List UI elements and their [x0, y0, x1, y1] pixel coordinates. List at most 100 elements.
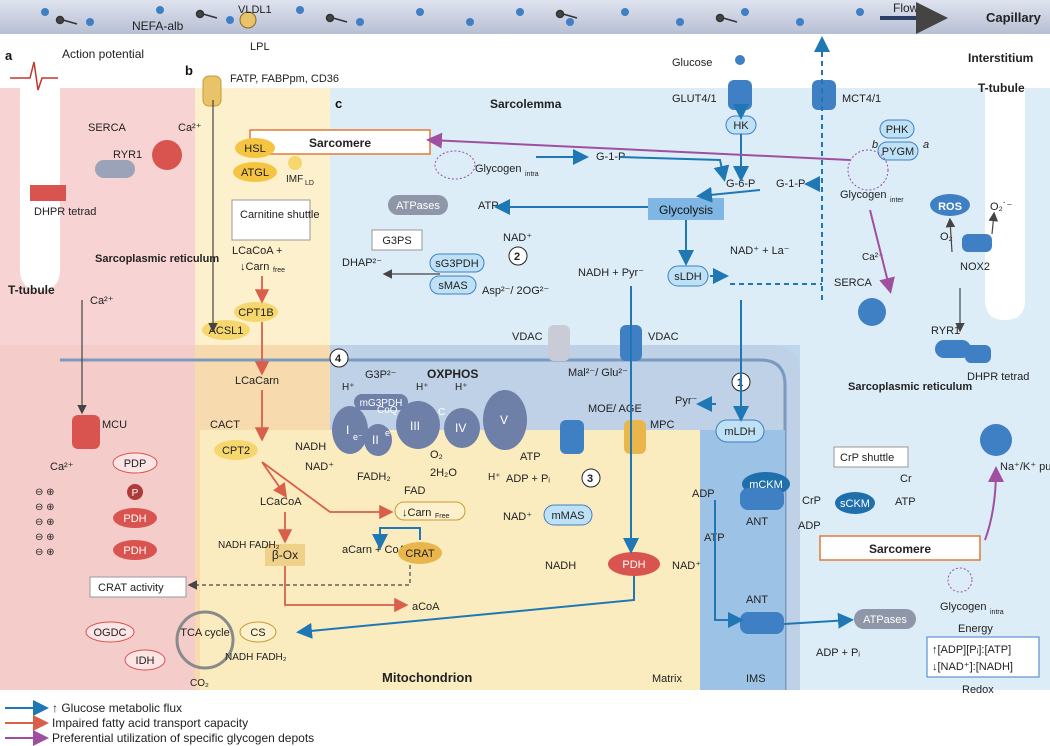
flow-label: Flow: [893, 1, 919, 15]
g3ps-label: G3PS: [382, 235, 411, 247]
complex-i-label: I: [346, 423, 349, 437]
crat-node: [398, 542, 442, 564]
acsl1-label: ACSL1: [209, 325, 244, 337]
idh-node: [124, 649, 166, 671]
mg3pdh-node: [354, 394, 408, 410]
svg-text:⊖ ⊕: ⊖ ⊕: [35, 502, 55, 513]
sldh-label: sLDH: [674, 271, 702, 283]
phk-label: PHK: [886, 124, 909, 136]
cs-label: CS: [250, 627, 265, 639]
nad-mmas-label: NAD⁺: [503, 511, 532, 523]
cytc-label: C: [438, 407, 445, 418]
carnitine-shuttle-label: Carnitine shuttle: [240, 209, 320, 221]
matrix-label: Matrix: [652, 673, 682, 685]
pygm-label: PYGM: [882, 146, 914, 158]
fad-label: FAD: [404, 485, 425, 497]
ros-node: [930, 194, 970, 216]
adp-right-1-label: ADP: [692, 488, 715, 500]
oxphos-label: OXPHOS: [427, 367, 478, 381]
cpt1b-node: [234, 302, 278, 322]
svg-text:⊖ ⊕: ⊖ ⊕: [35, 547, 55, 558]
fatty-acid-arrows: [254, 276, 409, 613]
hsl-label: HSL: [244, 143, 265, 155]
capillary-label: Capillary: [986, 10, 1042, 25]
ogdc-node: [85, 621, 135, 643]
crp-label: CrP: [802, 495, 821, 507]
carnitine-shuttle-box: [231, 199, 311, 241]
ca-right-label: Ca²⁺: [862, 252, 883, 263]
sr-right-label: Sarcoplasmic reticulum: [848, 381, 972, 393]
glycogen-intra-bottom: [947, 567, 973, 593]
atp-top-label: ATP: [478, 200, 499, 212]
sckm-label: sCKM: [840, 498, 870, 510]
sarcolemma-label: Sarcolemma: [490, 97, 562, 111]
matrix-zone-left: [200, 430, 540, 690]
beta-ox-output: NADH FADH₂: [218, 540, 280, 551]
ant-2: [740, 612, 784, 634]
mal-label: Mal²⁻/ Glu²⁻: [568, 367, 628, 379]
pdh-left-1: [113, 508, 157, 528]
glycogen-bottom-sub: intra: [990, 609, 1004, 616]
mpc-label: MPC: [650, 419, 675, 431]
asp-label: Asp²⁻/ 2OG²⁻: [482, 285, 549, 297]
glucose-label: Glucose: [672, 57, 712, 69]
vldl-label: VLDL1: [238, 4, 272, 16]
charge-symbols: ⊖ ⊕⊖ ⊕⊖ ⊕⊖ ⊕⊖ ⊕: [35, 487, 55, 558]
phospho-node: [127, 484, 143, 500]
atp-right-1-label: ATP: [895, 496, 916, 508]
lcacarn-label: LCaCarn: [235, 375, 279, 387]
mct-label: MCT4/1: [842, 93, 881, 105]
beta-ox-label: β-Ox: [272, 548, 298, 562]
t-tubule-right-label: T-tubule: [978, 81, 1025, 95]
serca-left-label: SERCA: [88, 122, 127, 134]
dhap-label: DHAP²⁻: [342, 257, 382, 269]
ant-1-label: ANT: [746, 516, 768, 528]
glut-transporter: [728, 80, 752, 110]
atgl-label: ATGL: [241, 167, 269, 179]
action-potential-label: Action potential: [62, 47, 144, 61]
g3ps-box: [371, 229, 423, 251]
redox-label: Redox: [962, 684, 994, 696]
action-potential-trace: [10, 61, 58, 91]
ca-left-label: Ca²⁺: [178, 122, 202, 134]
glut-label: GLUT4/1: [672, 93, 717, 105]
glycogen-intra-top-sub: intra: [525, 171, 539, 178]
energy-label: Energy: [958, 623, 993, 635]
hk-label: HK: [733, 120, 749, 132]
nad-complex-label: NAD⁺: [305, 461, 334, 473]
lpl-label: LPL: [250, 41, 270, 53]
acoa-label: aCoA: [412, 601, 440, 613]
sldh-node: [667, 265, 709, 287]
mitochondrion-label: Mitochondrion: [382, 670, 472, 685]
pdh-left-2: [113, 540, 157, 560]
adp-pi-complex-label: ADP + Pᵢ: [506, 473, 550, 485]
tca-label: TCA cycle: [180, 627, 230, 639]
phospho-label: P: [132, 488, 139, 499]
carn-free-top-label: ↓Carn: [240, 261, 269, 273]
mldh-label: mLDH: [724, 426, 755, 438]
sg3pdh-label: sG3PDH: [435, 258, 478, 270]
sckm-node: [835, 492, 875, 514]
fatp-label: FATP, FABPpm, CD36: [230, 73, 339, 85]
nad-la-label: NAD⁺ + La⁻: [730, 245, 790, 257]
glycolysis-label: Glycolysis: [659, 203, 713, 217]
beta-ox-box: [265, 544, 305, 566]
hplus-2-label: H⁺: [416, 382, 429, 393]
pdh-label: PDH: [622, 559, 645, 571]
svg-text:⊖ ⊕: ⊖ ⊕: [35, 532, 55, 543]
nefa-molecules: [55, 9, 738, 25]
crp-shuttle-label: CrP shuttle: [840, 452, 894, 464]
ryr1-left-label: RYR1: [113, 149, 142, 161]
panel-a-label: a: [5, 48, 13, 63]
dhpr-left-label: DHPR tetrad: [34, 206, 96, 218]
adp-right-2-label: ADP: [798, 520, 821, 532]
ogdc-label: OGDC: [94, 627, 127, 639]
glucose-flux-arrows: [296, 104, 854, 639]
g1p-left-label: G-1-P: [596, 151, 625, 163]
superoxide-label: O₂˙⁻: [990, 201, 1012, 213]
energy-line-1: ↑[ADP][Pᵢ]:[ATP]: [932, 644, 1011, 656]
carn-free-top-sub: free: [273, 267, 285, 274]
mcu-label: MCU: [102, 419, 127, 431]
t-tubule-right-shape: [985, 88, 1025, 320]
